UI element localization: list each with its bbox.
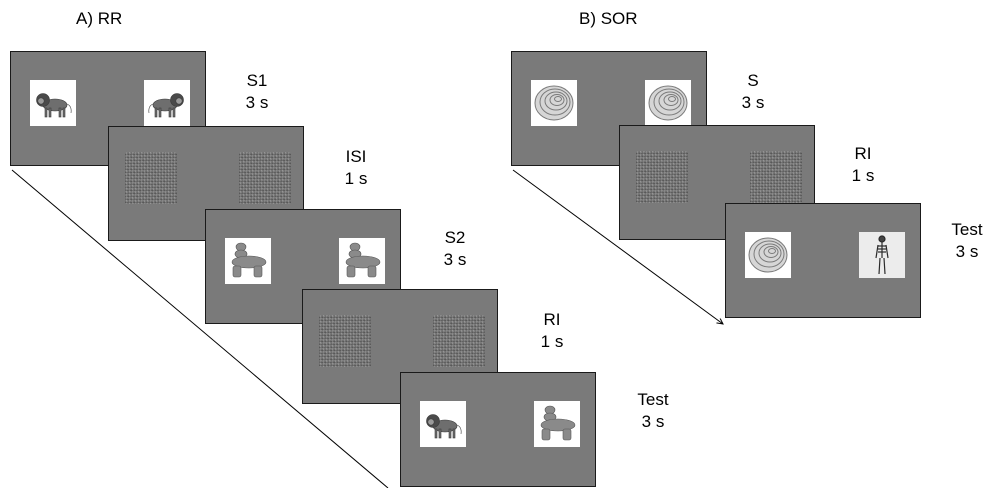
noise-mask-left [636,151,688,203]
shell-image-left [531,80,577,126]
noise-mask-left [125,152,177,204]
rock-figure-image-test [534,401,580,447]
label-ri: RI 1 s [527,309,577,353]
skeleton-image-test [859,232,905,278]
stage-duration: 1 s [851,166,875,185]
noise-mask-right [750,151,802,203]
frame-test-b [725,203,921,318]
stage-duration: 3 s [443,250,467,269]
label-test-b: Test 3 s [940,219,994,263]
stage-name: S2 [444,228,466,247]
label-s1: S1 3 s [232,70,282,114]
stage-duration: 3 s [641,412,665,431]
time-axis-a [11,169,389,488]
label-isi: ISI 1 s [331,146,381,190]
label-s2: S2 3 s [430,227,480,271]
label-s: S 3 s [728,70,778,114]
frame-ri-b [619,125,815,240]
rock-figure-image-right [339,238,385,284]
time-axis-b [512,169,723,324]
lion-image-test [420,401,466,447]
stage-name: S [747,71,759,90]
label-test: Test 3 s [626,389,680,433]
shell-image-test [745,232,791,278]
noise-mask-left [319,315,371,367]
rock-figure-image-left [225,238,271,284]
shell-image-right [645,80,691,126]
lion-image-left [30,80,76,126]
stage-name: ISI [345,147,367,166]
stage-duration: 1 s [344,169,368,188]
stage-duration: 3 s [741,93,765,112]
noise-mask-right [433,315,485,367]
noise-mask-right [239,152,291,204]
panel-b-title: B) SOR [579,9,638,28]
stage-name: RI [854,144,872,163]
label-ri-b: RI 1 s [838,143,888,187]
lion-image-right [144,80,190,126]
stage-name: RI [543,310,561,329]
stage-name: Test [637,390,669,409]
panel-a-title: A) RR [76,9,123,28]
stage-duration: 3 s [955,242,979,261]
frame-test [400,372,596,487]
stage-duration: 3 s [245,93,269,112]
stage-duration: 1 s [540,332,564,351]
stage-name: Test [951,220,983,239]
stage-name: S1 [246,71,268,90]
